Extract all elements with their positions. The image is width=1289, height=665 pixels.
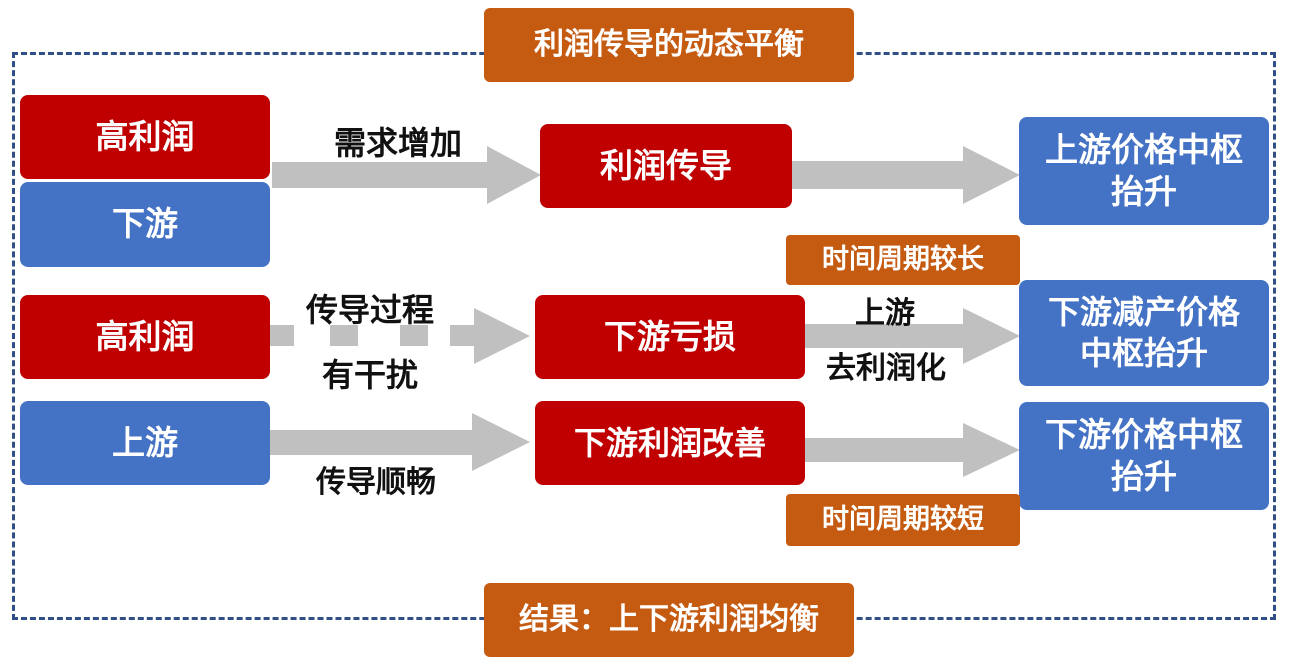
row2-period-badge: 时间周期较长 <box>786 235 1020 285</box>
row1-source-top: 高利润 <box>20 95 270 179</box>
row3-period-badge: 时间周期较短 <box>786 494 1020 546</box>
row3-mid-box: 下游利润改善 <box>535 401 805 485</box>
row2-end-label: 下游减产价格中枢抬升 <box>1047 293 1240 372</box>
arrow-row2-b <box>805 308 1020 364</box>
arrow-row2-a-head <box>450 308 530 364</box>
arrow-row2-a-dash2 <box>330 325 358 346</box>
row2-arrow-label-top: 传导过程 <box>305 291 434 329</box>
row1-end-label: 上游价格中枢抬升 <box>1045 129 1243 211</box>
row2-arrow-label-bottom: 有干扰 <box>321 356 418 394</box>
arrow-row1-b <box>792 146 1020 204</box>
row3-source-box: 上游 <box>20 401 270 485</box>
row2-end-box: 下游减产价格中枢抬升 <box>1019 280 1269 386</box>
row1-mid-box: 利润传导 <box>540 124 792 208</box>
row3-end-label: 下游价格中枢抬升 <box>1045 414 1243 496</box>
arrow-row3-b <box>805 423 1020 477</box>
arrow-row3-a <box>269 413 530 471</box>
row2-source-box: 高利润 <box>20 295 270 379</box>
row3-arrow-label: 传导顺畅 <box>316 465 436 500</box>
row3-end-box: 下游价格中枢抬升 <box>1019 402 1269 510</box>
result-banner: 结果：上下游利润均衡 <box>484 583 854 657</box>
arrow-row1-a <box>272 146 541 204</box>
row2-mid-box: 下游亏损 <box>535 295 805 379</box>
arrow-row2-a-dash1 <box>270 325 294 346</box>
row2-arrow2-label-top: 上游 <box>855 296 915 331</box>
row1-arrow-label: 需求增加 <box>333 124 462 162</box>
row1-end-box: 上游价格中枢抬升 <box>1019 117 1269 225</box>
row2-arrow2-label-bottom: 去利润化 <box>826 351 946 386</box>
row1-source-bottom: 下游 <box>20 182 270 267</box>
diagram-title: 利润传导的动态平衡 <box>484 8 854 82</box>
arrow-row2-a-dash3 <box>400 325 428 346</box>
